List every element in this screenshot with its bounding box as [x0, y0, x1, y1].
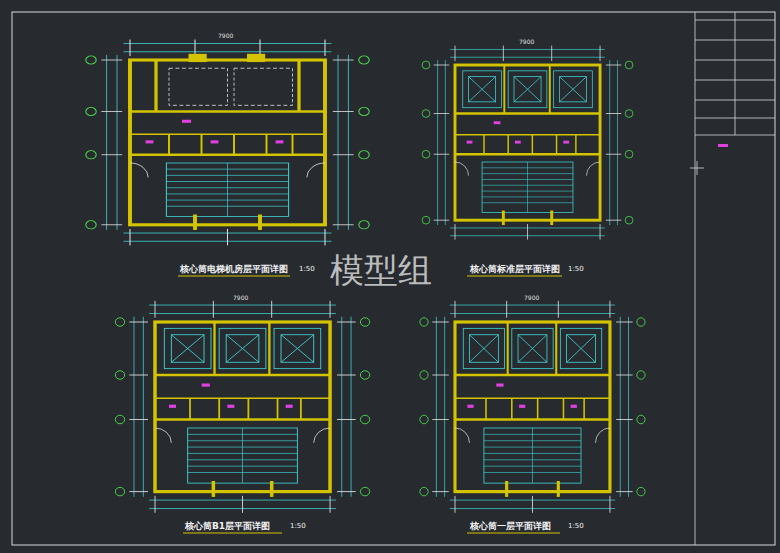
dimension-text: 7900 [524, 295, 539, 302]
dimension-text: 7900 [233, 295, 248, 302]
dimension-text: 7900 [519, 39, 534, 46]
view-title: 核心筒电梯机房层平面详图 [180, 265, 288, 275]
scale-label: 1:50 [568, 523, 584, 531]
view-title: 核心筒B1层平面详图 [185, 522, 270, 532]
view-title: 核心筒标准层平面详图 [470, 265, 560, 275]
scale-label: 1:50 [568, 266, 584, 274]
view-title: 核心筒一层平面详图 [470, 522, 551, 532]
dimension-text: 7900 [218, 33, 233, 40]
watermark: 模型组 [330, 252, 432, 289]
scale-label: 1:50 [290, 523, 306, 531]
scale-label: 1:50 [299, 266, 315, 274]
